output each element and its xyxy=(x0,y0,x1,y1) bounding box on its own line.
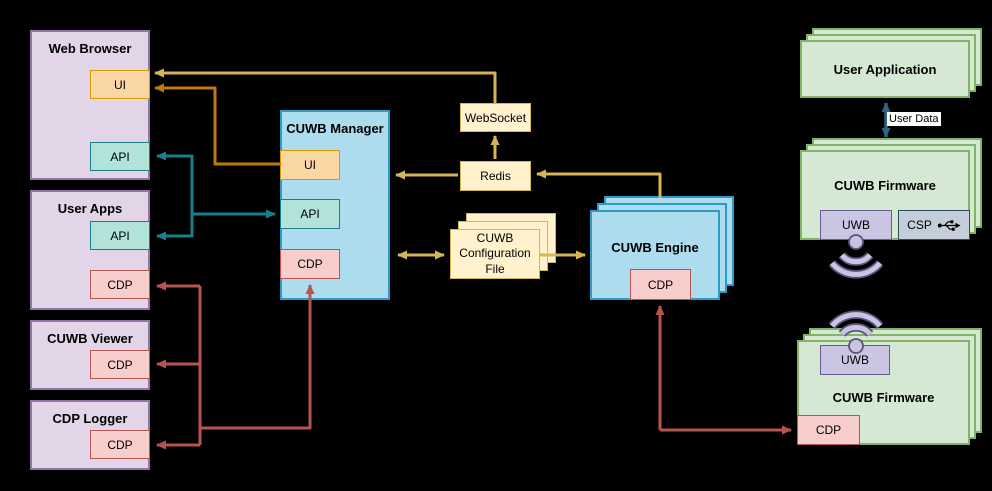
firmware-top-csp-label: CSP xyxy=(907,218,932,232)
cuwb-manager-api-label: API xyxy=(300,207,320,221)
cuwb-manager-cdp-chip: CDP xyxy=(280,249,340,279)
node-cuwb-engine: CUWB Engine CDP xyxy=(590,210,720,300)
usb-icon xyxy=(937,219,961,231)
websocket-label: WebSocket xyxy=(464,110,527,125)
red-connectors xyxy=(156,281,792,450)
orange-connectors xyxy=(154,83,281,166)
config-file-label: CUWB Configuration File xyxy=(459,230,531,276)
wifi-down-icon xyxy=(828,234,884,279)
edge-api-to-user-apps-api xyxy=(156,214,194,241)
cuwb-viewer-cdp-label: CDP xyxy=(107,357,133,372)
cuwb-manager-cdp-label: CDP xyxy=(297,257,323,271)
firmware-bottom-cdp-label: CDP xyxy=(815,423,842,437)
web-browser-ui-label: UI xyxy=(114,77,126,92)
cdp-logger-cdp-chip: CDP xyxy=(90,430,150,459)
node-websocket: WebSocket xyxy=(460,103,531,132)
cuwb-engine-cdp-chip: CDP xyxy=(630,269,691,300)
edge-manager-ui-to-browser-ui xyxy=(154,83,281,166)
node-config-file: CUWB Configuration File xyxy=(450,229,540,279)
cuwb-manager-title: CUWB Manager xyxy=(286,121,384,136)
cuwb-manager-ui-chip: UI xyxy=(280,150,340,180)
user-apps-cdp-label: CDP xyxy=(107,277,133,292)
edge-websocket-to-browser-ui xyxy=(154,68,497,104)
node-cuwb-viewer: CUWB Viewer CDP xyxy=(30,320,150,390)
cdp-logger-cdp-label: CDP xyxy=(107,437,133,452)
node-cdp-logger: CDP Logger CDP xyxy=(30,400,150,470)
cdp-logger-title: CDP Logger xyxy=(52,411,128,426)
firmware-bottom-title: CUWB Firmware xyxy=(832,390,935,405)
user-apps-api-chip: API xyxy=(90,221,150,250)
node-firmware-bottom: CUWB Firmware UWB CDP xyxy=(797,340,970,445)
node-web-browser: Web Browser UI API xyxy=(30,30,150,180)
user-apps-api-label: API xyxy=(110,228,130,243)
edge-cdp-to-manager-cdp xyxy=(200,284,315,430)
node-redis: Redis xyxy=(460,161,531,191)
cuwb-engine-cdp-label: CDP xyxy=(647,277,674,292)
edge-engine-to-redis xyxy=(536,169,662,198)
firmware-top-csp-chip: CSP xyxy=(898,210,970,240)
user-data-edge-label: User Data xyxy=(887,112,941,127)
web-browser-api-label: API xyxy=(110,149,130,164)
web-browser-api-chip: API xyxy=(90,142,150,171)
firmware-top-uwb-chip: UWB xyxy=(820,210,892,240)
firmware-top-uwb-label: UWB xyxy=(842,218,870,232)
web-browser-ui-chip: UI xyxy=(90,70,150,99)
user-apps-title: User Apps xyxy=(57,201,123,216)
node-cuwb-manager: CUWB Manager UI API CDP xyxy=(280,110,390,300)
cuwb-manager-api-chip: API xyxy=(280,199,340,229)
redis-label: Redis xyxy=(480,169,511,183)
cuwb-viewer-title: CUWB Viewer xyxy=(47,331,133,346)
user-apps-cdp-chip: CDP xyxy=(90,270,150,299)
firmware-bottom-uwb-chip: UWB xyxy=(820,345,890,375)
cuwb-viewer-cdp-chip: CDP xyxy=(90,350,150,379)
node-user-application: User Application xyxy=(800,40,970,98)
node-firmware-top: CUWB Firmware UWB CSP xyxy=(800,150,970,240)
user-application-title: User Application xyxy=(833,61,937,77)
cuwb-engine-title: CUWB Engine xyxy=(611,240,699,255)
web-browser-title: Web Browser xyxy=(48,41,132,56)
edge-api-to-browser-api xyxy=(156,151,194,214)
cuwb-manager-ui-label: UI xyxy=(304,158,316,172)
node-user-apps: User Apps API CDP xyxy=(30,190,150,310)
firmware-bottom-cdp-chip: CDP xyxy=(797,415,860,445)
gold-connectors xyxy=(154,68,662,260)
teal-connectors xyxy=(156,151,276,241)
firmware-top-title: CUWB Firmware xyxy=(834,178,936,193)
firmware-bottom-uwb-label: UWB xyxy=(841,353,869,367)
